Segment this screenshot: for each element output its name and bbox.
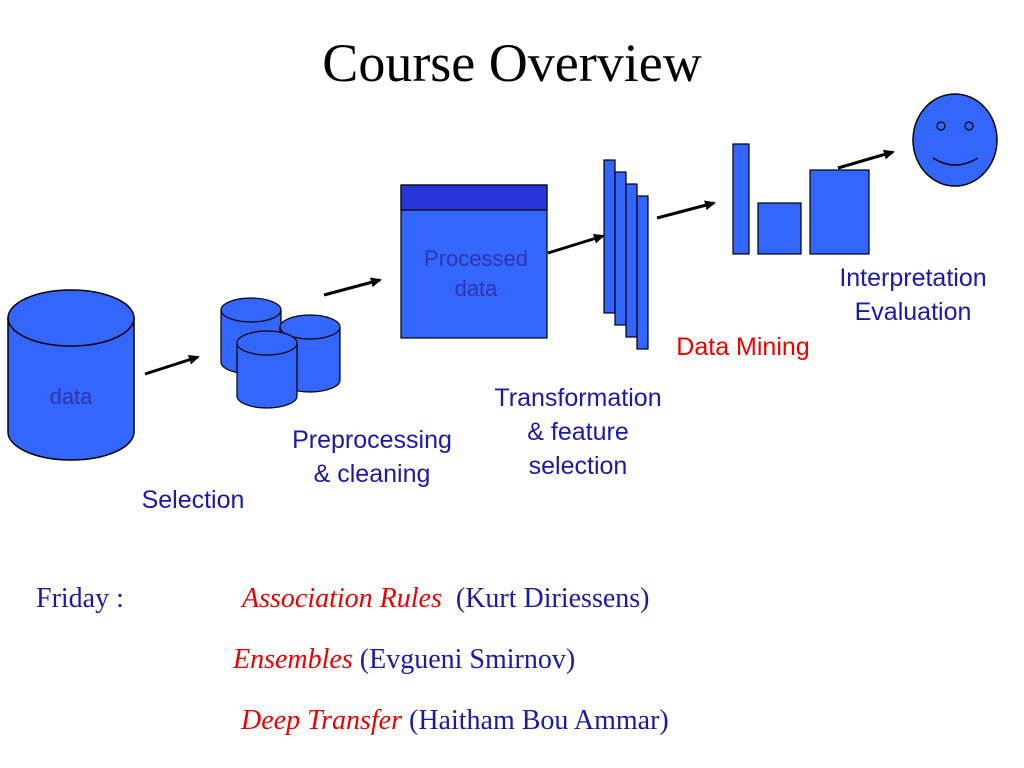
selected-data-cylinders-icon [220,297,341,409]
schedule-topic: Association Rules [242,583,442,614]
smiley-face-icon [912,93,998,187]
step-label-data-mining: Data Mining [676,333,810,361]
schedule-item: Deep Transfer (Haitham Bou Ammar) [241,705,669,737]
step-label-line: Transformation [494,384,662,412]
arrow-icon [323,277,382,297]
slide-title: Course Overview [322,33,702,93]
processed-data-label-line: data [454,276,498,301]
schedule-item: Association Rules (Kurt Diriessens) [242,583,650,615]
data-cylinder-icon [7,289,135,461]
step-label-line: Interpretation [839,264,987,292]
schedule-speaker: (Haitham Bou Ammar) [409,705,669,736]
schedule-topic: Deep Transfer [241,705,402,736]
processed-data-label-line: Processed [424,246,528,271]
step-label-line: & feature [527,418,629,446]
step-label-transformation: Transformation & feature selection [463,381,693,483]
step-label-preprocessing: Preprocessing & cleaning [262,423,482,491]
processed-data-box-icon [400,184,548,339]
transformed-data-sheets-icon [603,159,649,350]
step-label-line: Evaluation [854,298,972,326]
arrow-icon [547,233,605,255]
arrow-icon [144,354,200,376]
step-label-interpretation: Interpretation Evaluation [806,261,1020,329]
schedule-day-label: Friday : [36,583,124,614]
step-label-line: & cleaning [313,460,431,488]
schedule-item: Ensembles (Evgueni Smirnov) [233,644,575,676]
data-store-label: data [49,384,93,409]
patterns-bars-icon [732,143,870,255]
schedule-speaker: (Evgueni Smirnov) [359,644,576,675]
schedule-speaker: (Kurt Diriessens) [455,583,650,614]
arrow-icon [837,149,895,170]
schedule-day: Friday : [36,583,124,615]
step-label-line: selection [528,452,628,480]
step-label-selection: Selection [141,486,245,514]
processed-data-label: Processed data [401,244,551,304]
schedule-topic: Ensembles [233,644,353,675]
arrow-icon [656,200,716,220]
step-label-line: Preprocessing [292,426,452,454]
